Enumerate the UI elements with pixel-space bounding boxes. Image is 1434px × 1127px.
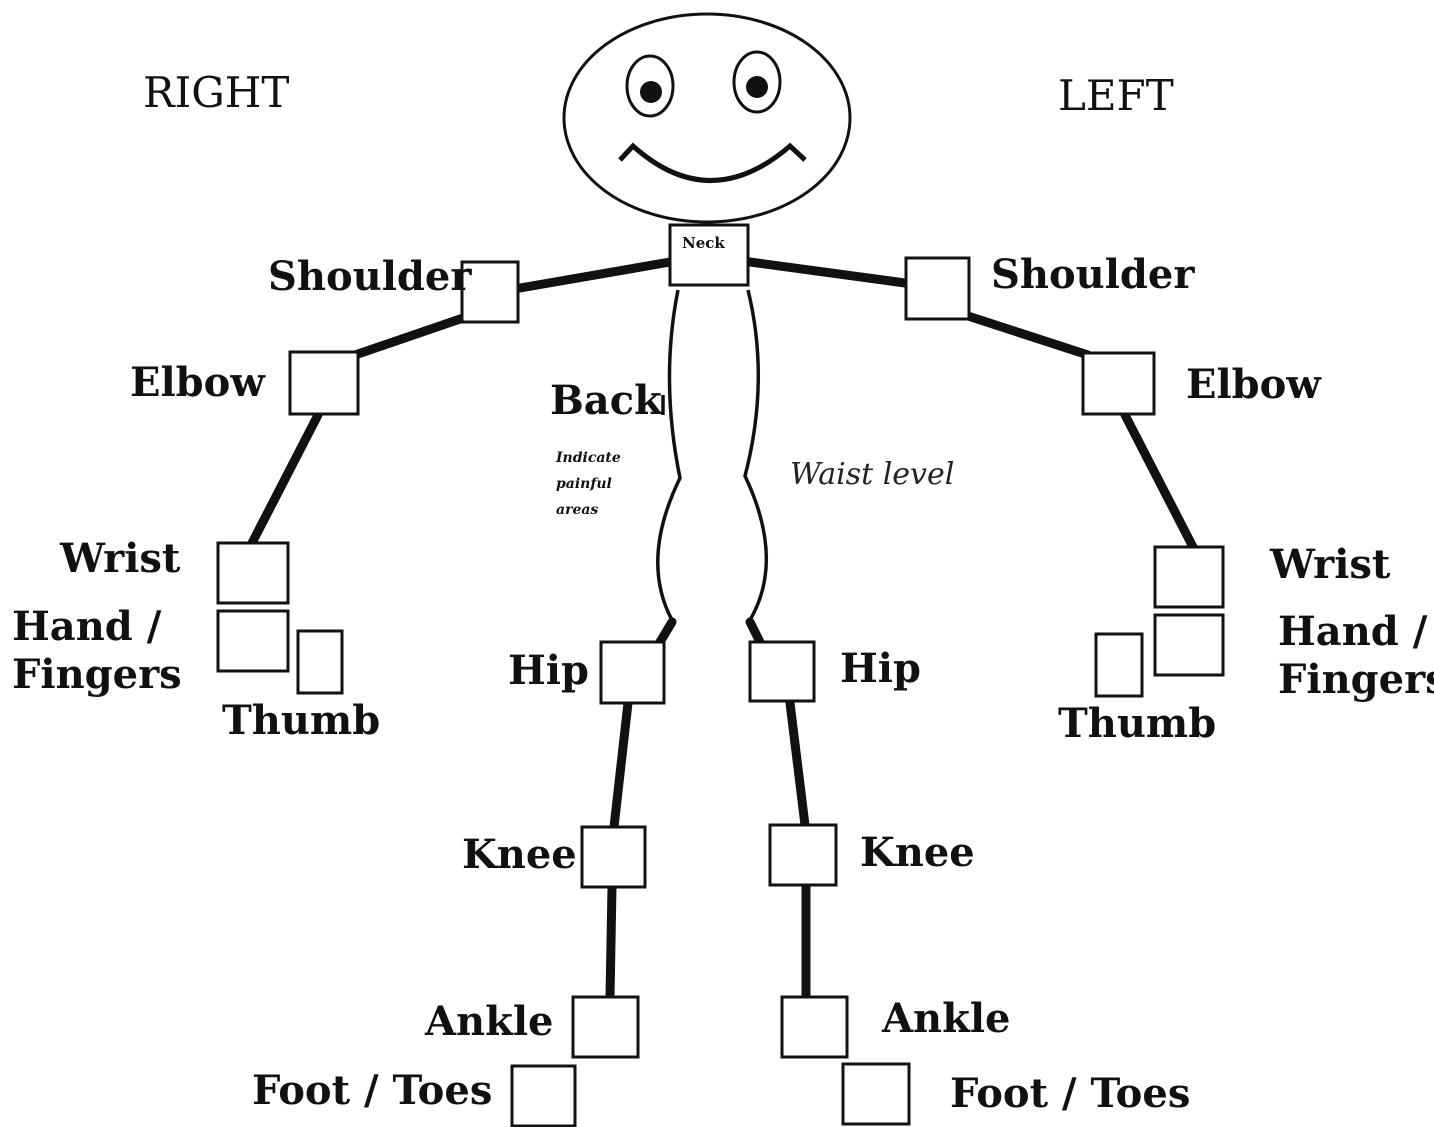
left-shoulder-label: Shoulder	[991, 251, 1195, 298]
left-ankle-label: Ankle	[881, 995, 1010, 1042]
right-ankle-box[interactable]	[573, 997, 638, 1057]
left-fingers-label: Fingers	[1278, 656, 1434, 703]
left-knee-label: Knee	[860, 829, 975, 876]
right-wrist-box[interactable]	[218, 543, 288, 603]
right-hip-box[interactable]	[601, 642, 664, 703]
right-foot-box[interactable]	[512, 1066, 575, 1126]
left-hand-box[interactable]	[1155, 615, 1223, 675]
right-thumb-label: Thumb	[222, 697, 380, 744]
left-eye	[627, 56, 673, 116]
right-hand-label: Hand /	[12, 603, 162, 650]
head	[564, 14, 850, 222]
right-knee-label: Knee	[462, 831, 577, 878]
right-side-heading: RIGHT	[143, 68, 289, 117]
left-elbow-label: Elbow	[1186, 361, 1322, 408]
left-wrist-box[interactable]	[1155, 547, 1223, 607]
right-foot-label: Foot / Toes	[252, 1067, 492, 1114]
right-thumb-box[interactable]	[298, 631, 342, 693]
left-ankle-box[interactable]	[782, 997, 847, 1057]
left-elbow-box[interactable]	[1083, 353, 1154, 414]
back-label: Back	[550, 377, 663, 424]
right-knee-box[interactable]	[582, 827, 645, 887]
right-hip-label: Hip	[508, 647, 589, 694]
torso-outline-left	[745, 290, 766, 620]
back-note-line3: areas	[556, 502, 598, 518]
right-shoulder-label: Shoulder	[268, 253, 472, 300]
right-fingers-label: Fingers	[12, 651, 182, 698]
left-hip-label: Hip	[840, 645, 921, 692]
right-ankle-label: Ankle	[424, 998, 553, 1045]
right-hand-box[interactable]	[218, 611, 288, 671]
left-foot-box[interactable]	[843, 1064, 909, 1124]
left-knee-box[interactable]	[770, 825, 836, 885]
waist-level-label: Waist level	[790, 457, 954, 492]
torso-outline-right	[658, 290, 680, 620]
right-elbow-label: Elbow	[130, 359, 266, 406]
left-foot-label: Foot / Toes	[950, 1070, 1190, 1117]
right-elbow-box[interactable]	[290, 352, 358, 414]
limbs	[252, 262, 1193, 997]
right-eye	[734, 52, 780, 112]
back-note-line1: Indicate	[555, 450, 621, 466]
left-hip-box[interactable]	[750, 642, 814, 701]
left-shoulder-box[interactable]	[906, 258, 969, 319]
right-wrist-label: Wrist	[59, 535, 181, 582]
left-side-heading: LEFT	[1058, 71, 1174, 120]
left-wrist-label: Wrist	[1269, 541, 1391, 588]
left-thumb-label: Thumb	[1058, 700, 1216, 747]
back-note-line2: painful	[556, 476, 612, 492]
left-hand-label: Hand /	[1278, 608, 1428, 655]
neck-label: Neck	[682, 234, 725, 252]
left-thumb-box[interactable]	[1096, 634, 1142, 696]
